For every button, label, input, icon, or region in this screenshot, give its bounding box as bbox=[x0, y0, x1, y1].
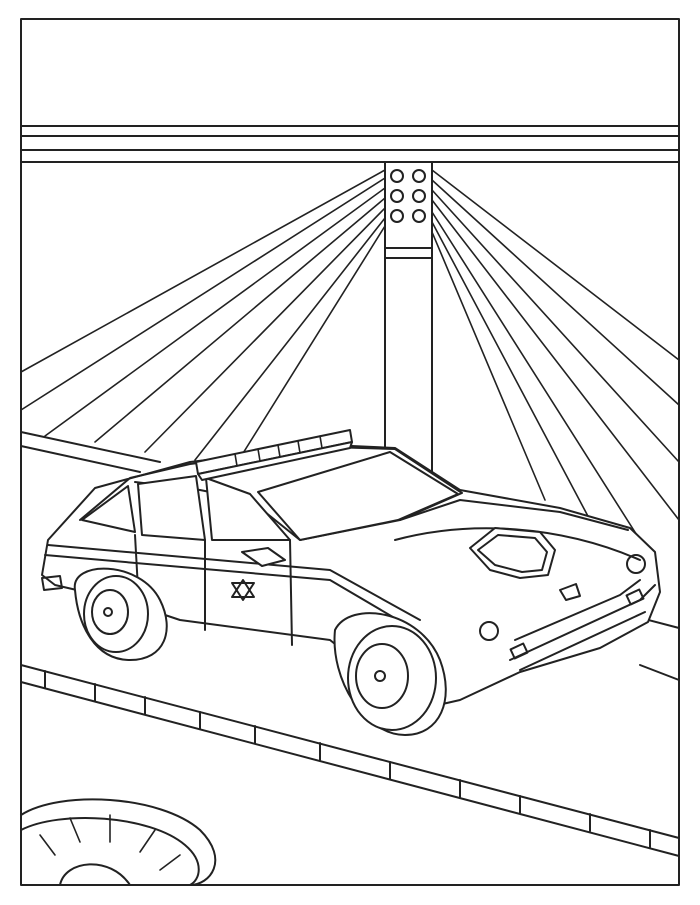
rear-window bbox=[82, 486, 135, 532]
light-beams bbox=[21, 170, 679, 540]
curb bbox=[21, 665, 679, 856]
star-emblem bbox=[232, 580, 254, 600]
side-mirror bbox=[242, 548, 285, 566]
front-wheel bbox=[335, 613, 446, 735]
rear-wheel bbox=[75, 569, 167, 660]
headlight-left bbox=[480, 622, 498, 640]
page-border bbox=[21, 19, 679, 885]
side-window-rear bbox=[138, 476, 205, 540]
manhole-cover bbox=[21, 799, 215, 885]
light-tower bbox=[385, 162, 432, 472]
headlight-right bbox=[627, 555, 645, 573]
tower-lamps bbox=[391, 170, 425, 222]
light-bar bbox=[196, 430, 352, 480]
overhead-beam bbox=[21, 126, 679, 162]
police-car bbox=[42, 430, 660, 735]
windshield bbox=[258, 452, 458, 540]
